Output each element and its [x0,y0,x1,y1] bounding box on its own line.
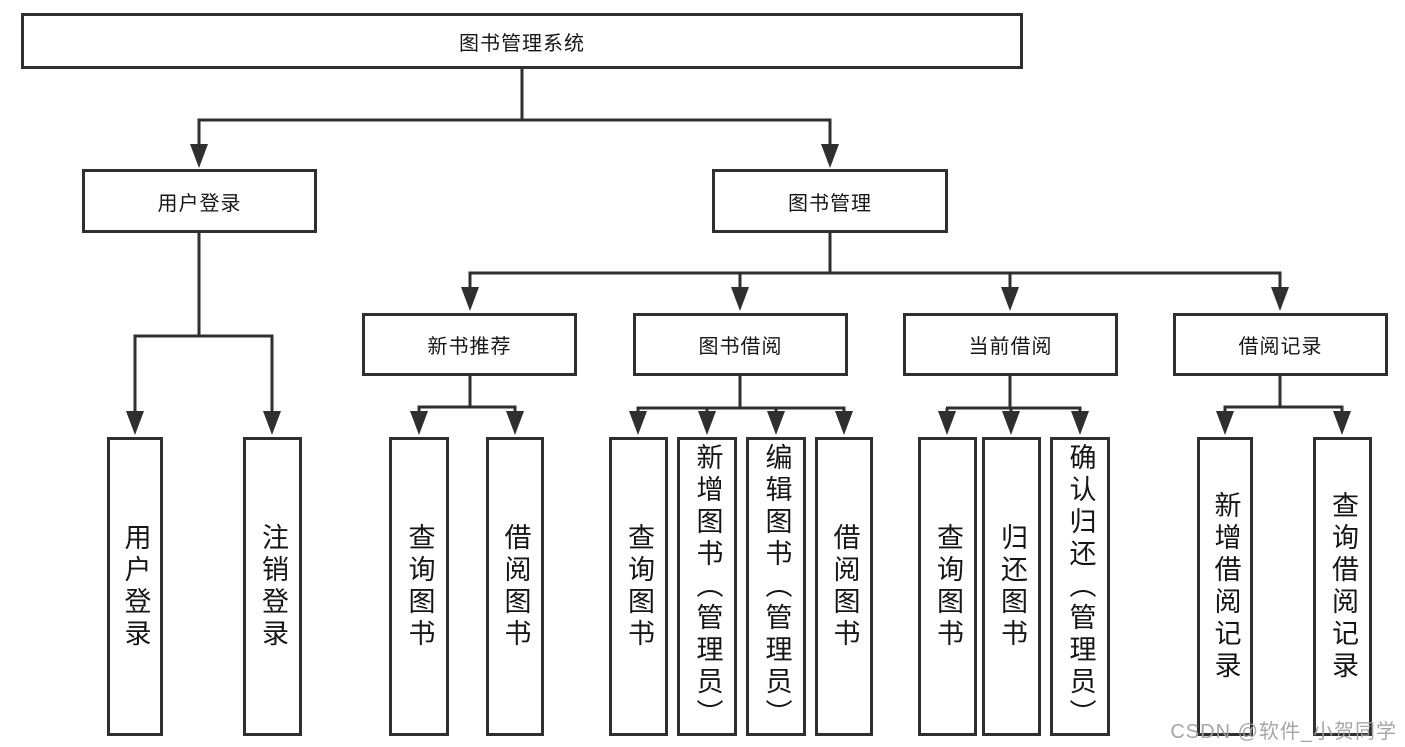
connector-root-to-level2 [190,69,839,168]
leaf-query-books-current: 查询图书 [918,437,977,736]
node-book-management: 图书管理 [712,169,948,233]
leaf-label: 确认归还（管理员） [1065,442,1096,731]
node-book-borrowing: 图书借阅 [633,313,848,376]
node-label: 用户登录 [157,192,242,215]
leaf-logout: 注销登录 [243,437,302,736]
connector-user-login-to-leaves [126,233,281,435]
leaf-label: 查询图书 [933,522,963,651]
leaf-label: 注销登录 [258,522,288,651]
node-library-management-system: 图书管理系统 [21,13,1023,69]
leaf-user-login: 用户登录 [107,437,163,736]
node-label: 图书借阅 [698,336,783,358]
leaf-return-books: 归还图书 [982,437,1041,736]
connector-new-book-recommend-to-leaves [410,376,524,435]
leaf-label: 新增借阅记录 [1210,490,1241,683]
leaf-label: 用户登录 [120,522,151,651]
leaf-label: 查询图书 [624,522,654,651]
leaf-borrow-books-recommend: 借阅图书 [486,437,544,736]
leaf-query-borrow-record: 查询借阅记录 [1313,437,1372,736]
connector-book-management-to-level3 [461,233,1289,311]
leaf-label: 查询借阅记录 [1328,490,1358,683]
leaf-query-books-recommend: 查询图书 [389,437,449,736]
node-user-login: 用户登录 [82,169,317,233]
connector-current-borrowing-to-leaves [938,376,1089,435]
node-label: 借阅记录 [1238,336,1323,358]
node-label: 图书管理系统 [459,32,585,55]
leaf-add-borrow-record: 新增借阅记录 [1197,437,1253,736]
node-label: 图书管理 [788,192,872,215]
connector-book-borrowing-to-leaves [629,376,853,435]
leaf-label: 借阅图书 [829,522,860,651]
leaf-label: 新增图书（管理员） [692,442,723,731]
leaf-add-books-admin: 新增图书（管理员） [677,437,737,736]
node-current-borrowing: 当前借阅 [903,313,1118,376]
node-borrowing-records: 借阅记录 [1173,313,1388,376]
connector-borrowing-records-to-leaves [1216,376,1351,435]
leaf-borrow-books-borrowing: 借阅图书 [815,437,873,736]
leaf-label: 借阅图书 [500,522,531,651]
csdn-watermark: CSDN @软件_小贺同学 [1170,721,1397,743]
leaf-confirm-return-admin: 确认归还（管理员） [1050,437,1110,736]
leaf-label: 编辑图书（管理员） [761,442,792,731]
leaf-edit-books-admin: 编辑图书（管理员） [746,437,806,736]
leaf-label: 查询图书 [404,522,435,651]
node-new-book-recommend: 新书推荐 [362,313,577,376]
leaf-label: 归还图书 [997,522,1027,651]
node-label: 新书推荐 [427,336,512,358]
node-label: 当前借阅 [968,336,1053,358]
leaf-query-books-borrowing: 查询图书 [609,437,668,736]
